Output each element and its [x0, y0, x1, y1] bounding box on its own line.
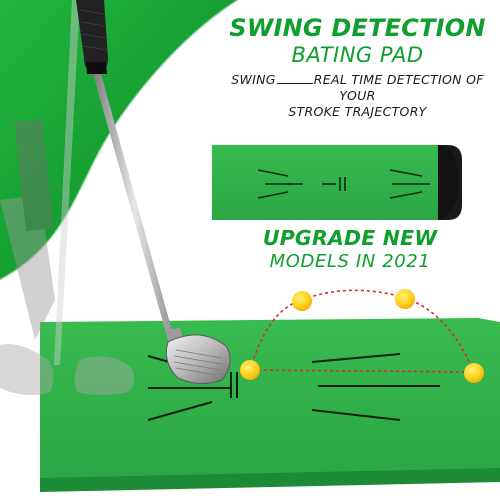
headline-title: SWING DETECTION [229, 14, 486, 42]
desc-line-2: STROKE TRAJECTORY [288, 104, 427, 119]
headline-description: SWING REAL TIME DETECTION OF YOUR STROKE … [215, 72, 500, 120]
desc-blank-line [276, 72, 313, 84]
desc-part-2: REAL TIME DETECTION OF YOUR [313, 72, 484, 103]
upgrade-badge: UPGRADE NEW MODELS IN 2021 [250, 226, 450, 274]
desc-part-1: SWING [231, 72, 276, 87]
headline: SWING DETECTION BATING PAD SWING REAL TIM… [215, 14, 500, 120]
hitting-mat [40, 318, 500, 492]
headline-subtitle: BATING PAD [291, 43, 424, 67]
ghost-club-left [0, 0, 135, 395]
upgrade-line-1: UPGRADE NEW [262, 226, 438, 250]
upgrade-line-2: MODELS IN 2021 [269, 251, 431, 272]
green-swoosh [0, 0, 238, 280]
golf-club-icon [76, 0, 231, 384]
small-mat [212, 145, 462, 220]
golf-ball-icon [240, 289, 484, 383]
